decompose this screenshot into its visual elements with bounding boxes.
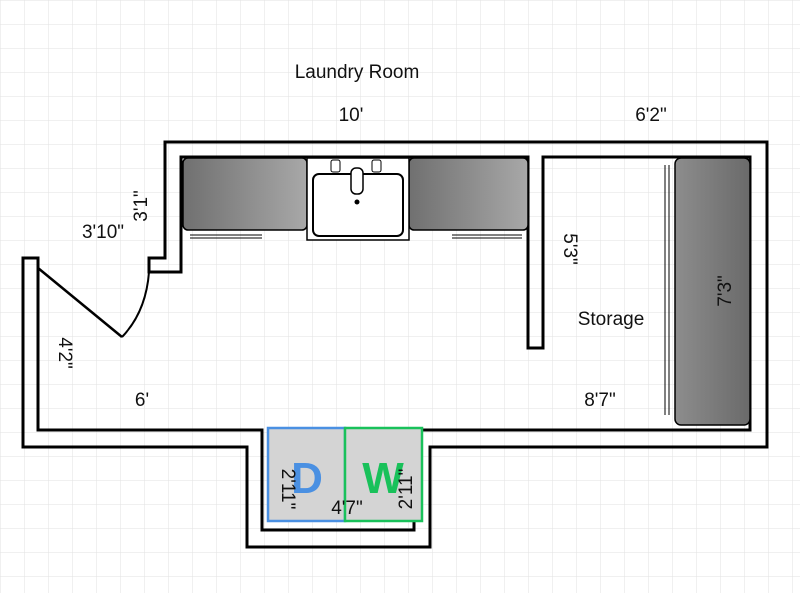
- dimension-top-main: 10': [339, 105, 364, 126]
- door[interactable]: [37, 267, 150, 338]
- dimension-alcove: 4'7": [331, 498, 363, 519]
- dimension-bottom-left: 6': [135, 390, 149, 411]
- dimension-top-storage: 6'2": [635, 105, 667, 126]
- dryer-letter: D: [291, 454, 323, 503]
- dimension-bottom-right: 8'7": [584, 390, 616, 411]
- dimension-left-upper: 3'1": [131, 190, 152, 222]
- washer-letter: W: [362, 454, 404, 503]
- room-title: Laundry Room: [295, 62, 420, 83]
- storage-label: Storage: [578, 309, 645, 330]
- dimension-storage-wall: 5'3": [559, 233, 580, 265]
- dimension-dryer: 2'11": [277, 469, 298, 510]
- dimension-left-step: 3'10": [82, 222, 124, 243]
- washer: W: [343, 426, 424, 523]
- dimension-door-wall: 4'2": [54, 337, 75, 369]
- counter-left: [182, 157, 308, 239]
- dimension-shelf: 7'3": [715, 275, 736, 307]
- walls: [21, 140, 769, 549]
- dimension-washer: 2'11": [396, 469, 417, 510]
- sink: [306, 157, 410, 241]
- storage-shelf: [664, 157, 751, 426]
- counter-right: [408, 157, 529, 239]
